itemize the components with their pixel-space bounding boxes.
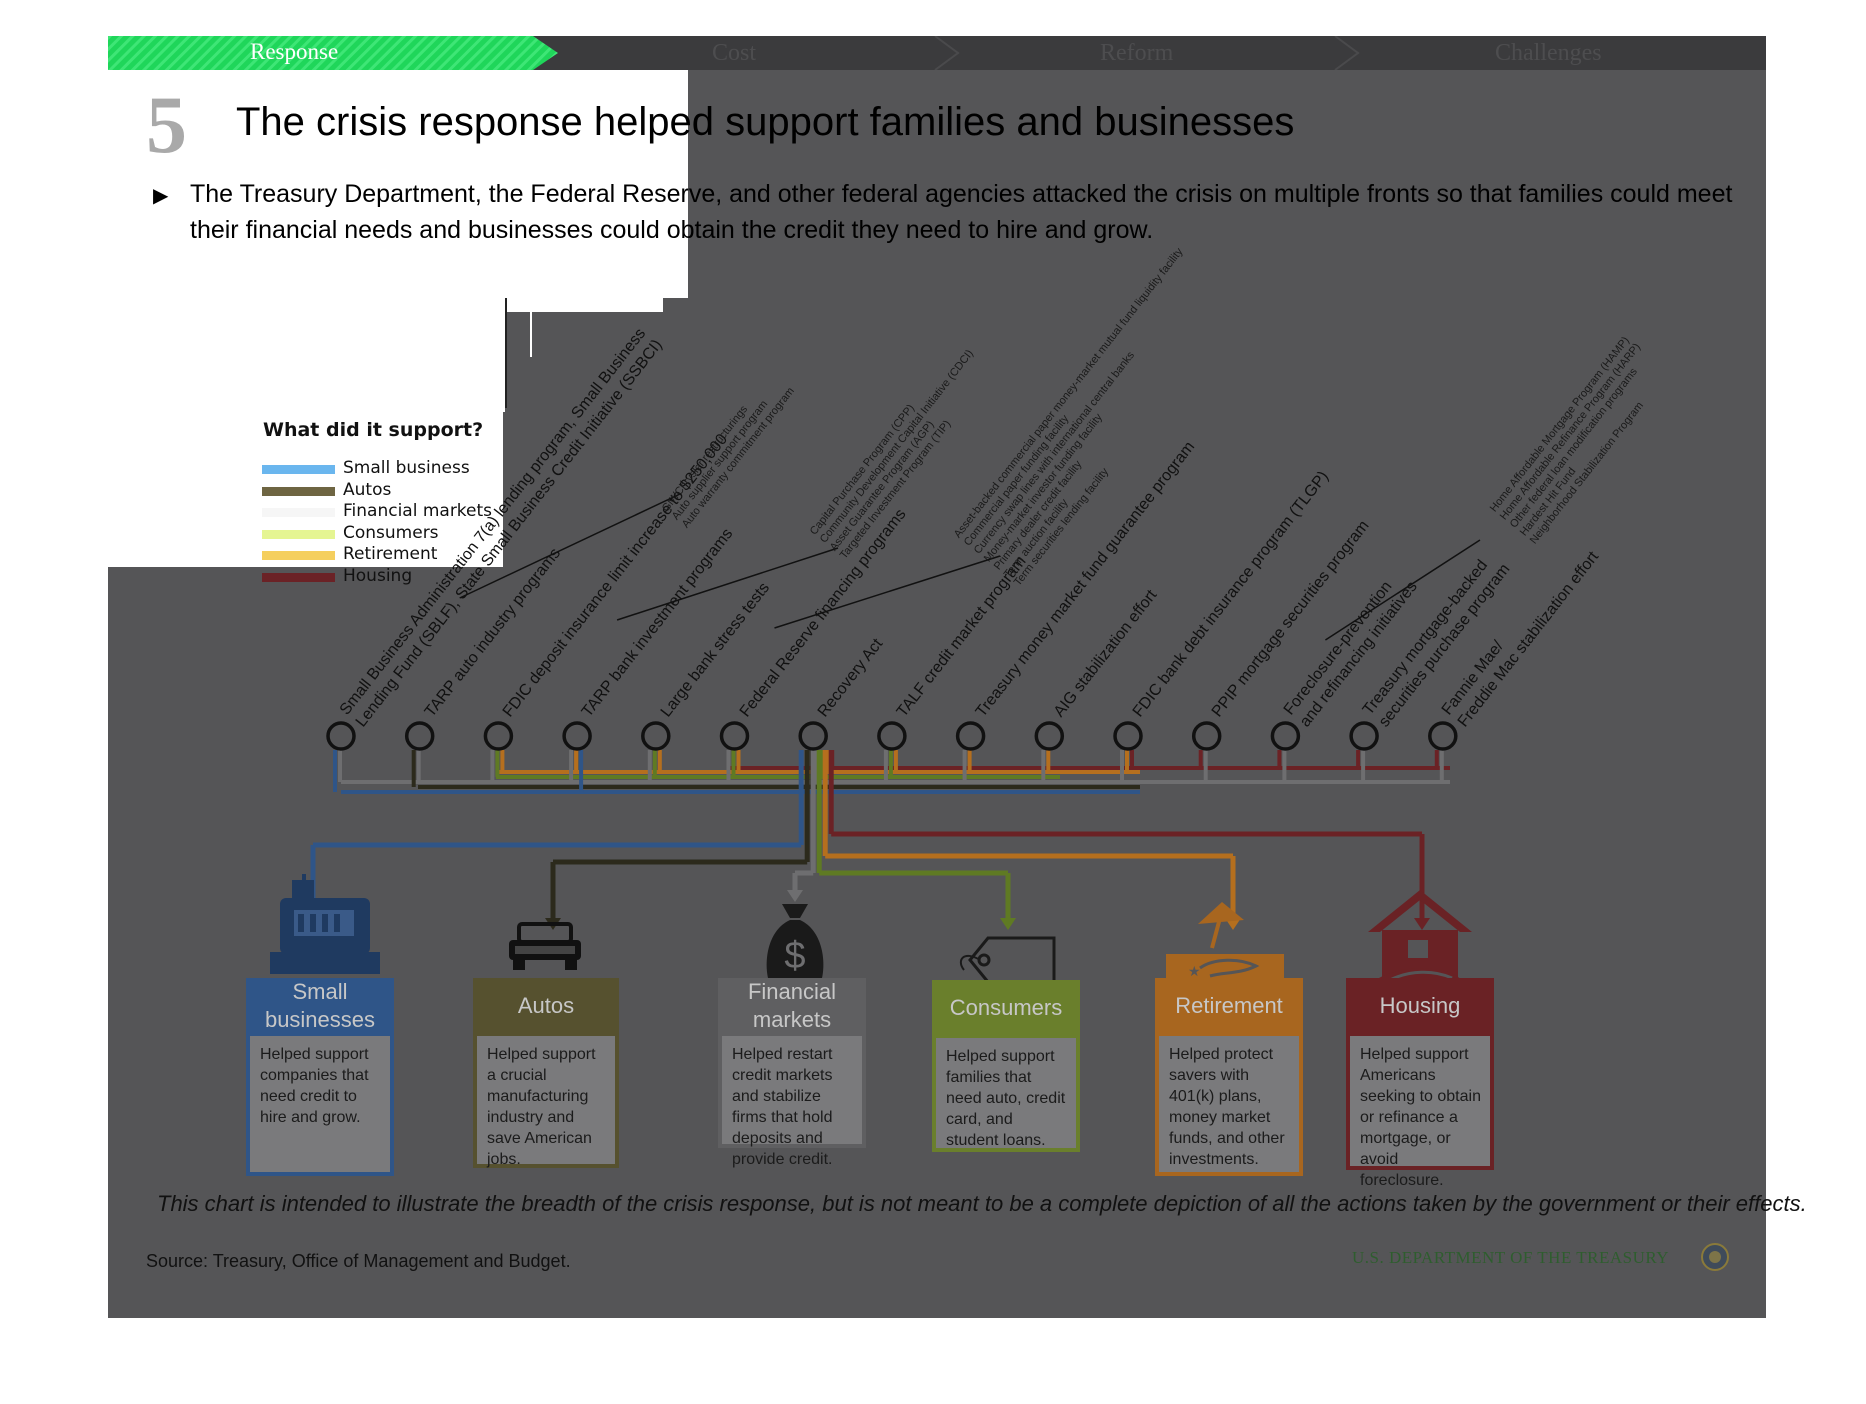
leader-line <box>1324 539 1481 641</box>
car-icon <box>505 920 585 977</box>
category-body: Helped support a crucial manufacturing i… <box>477 1036 615 1168</box>
legend-swatch <box>262 529 335 539</box>
category-title-line: markets <box>752 1007 832 1032</box>
arrow-head-icon <box>1414 918 1430 930</box>
category-body: Helped restart credit markets and stabil… <box>722 1036 862 1168</box>
disclaimer: This chart is intended to illustrate the… <box>157 1191 1807 1216</box>
legend-swatch <box>262 508 335 517</box>
legend-panel <box>108 298 503 567</box>
panel-notch <box>503 298 663 312</box>
legend-swatch <box>262 572 335 582</box>
legend-label: Consumers <box>343 522 439 543</box>
category-title-line: Small <box>292 979 348 1004</box>
category-title: Small businesses <box>246 978 394 1034</box>
tab-response[interactable] <box>108 36 558 70</box>
category-description: Helped protect savers with 401(k) plans,… <box>1169 1046 1285 1168</box>
department-name: U.S. DEPARTMENT OF THE TREASURY <box>1352 1248 1670 1267</box>
program-node <box>483 721 514 751</box>
category-description: Helped support Americans seeking to obta… <box>1360 1046 1481 1189</box>
leader-line <box>774 555 1001 629</box>
category-body: Helped protect savers with 401(k) plans,… <box>1159 1036 1299 1172</box>
program-node <box>1428 721 1458 751</box>
arrow-head-icon <box>1000 918 1016 930</box>
legend-label: Financial markets <box>343 501 493 521</box>
tab-challenges[interactable]: Challenges <box>1495 40 1602 66</box>
program-node <box>1349 721 1379 751</box>
tab-cost[interactable]: Cost <box>712 40 757 66</box>
svg-text:$: $ <box>784 935 805 977</box>
category-title: Consumers <box>949 995 1063 1020</box>
house-icon <box>1360 886 1480 991</box>
category-title: Housing <box>1379 993 1461 1018</box>
program-node <box>404 721 435 751</box>
leader-line <box>616 547 839 621</box>
category-body: Helped support families that need auto, … <box>936 1038 1076 1149</box>
program-node <box>641 721 671 751</box>
program-node <box>719 721 750 751</box>
tab-response-label: Response <box>250 39 339 64</box>
nav-arrow-icon <box>934 36 960 70</box>
category-title: Autos <box>517 993 575 1018</box>
category-title: Financial markets <box>718 978 866 1034</box>
program-node <box>877 721 907 751</box>
legend-label: Autos <box>343 479 392 500</box>
category-body: Helped support Americans seeking to obta… <box>1350 1036 1490 1189</box>
arrow-head-icon <box>787 890 803 902</box>
program-node <box>1191 721 1222 751</box>
nav-arrow-icon <box>1334 36 1360 70</box>
category-title-line: Financial <box>747 979 837 1004</box>
bullet-arrow-icon: ▶ <box>153 185 169 207</box>
category-description: Helped support companies that need credi… <box>260 1046 369 1126</box>
header-panel <box>108 70 688 298</box>
legend-label: Small business <box>343 458 470 478</box>
category-description: Helped support a crucial manufacturing i… <box>487 1046 596 1168</box>
treasury-seal-icon <box>1701 1243 1729 1271</box>
legend-title: What did it support? <box>263 419 484 441</box>
legend-swatch <box>262 465 335 474</box>
tab-reform[interactable]: Reform <box>1100 40 1174 66</box>
program-node <box>798 721 828 751</box>
panel-line <box>505 298 507 408</box>
category-title-line: businesses <box>264 1007 376 1032</box>
category-title: Retirement <box>1175 993 1283 1018</box>
leader-line <box>459 493 681 599</box>
cash-register-icon <box>262 870 392 985</box>
program-node <box>1034 721 1065 751</box>
category-description: Helped support families that need auto, … <box>946 1048 1066 1149</box>
beach-umbrella-icon: ★ <box>1160 896 1290 991</box>
program-node <box>955 721 986 751</box>
legend-swatch <box>262 551 335 560</box>
svg-text:★: ★ <box>1188 963 1201 979</box>
section-number: 5 <box>146 79 187 170</box>
source-note: Source: Treasury, Office of Management a… <box>146 1251 571 1271</box>
category-body: Helped support companies that need credi… <box>250 1036 390 1172</box>
category-description: Helped restart credit markets and stabil… <box>732 1046 833 1168</box>
legend-label: Retirement <box>343 544 438 564</box>
program-node <box>326 721 356 751</box>
page-title: The crisis response helped support famil… <box>236 100 1295 144</box>
program-node <box>1113 721 1143 751</box>
money-bag-icon: $ <box>760 900 830 995</box>
panel-line <box>530 312 532 357</box>
legend-label: Housing <box>343 565 413 586</box>
legend-swatch <box>262 486 335 496</box>
program-node <box>562 721 592 751</box>
program-node <box>1270 721 1301 751</box>
panel-line <box>503 312 505 412</box>
intro-text: The Treasury Department, the Federal Res… <box>190 180 1733 244</box>
